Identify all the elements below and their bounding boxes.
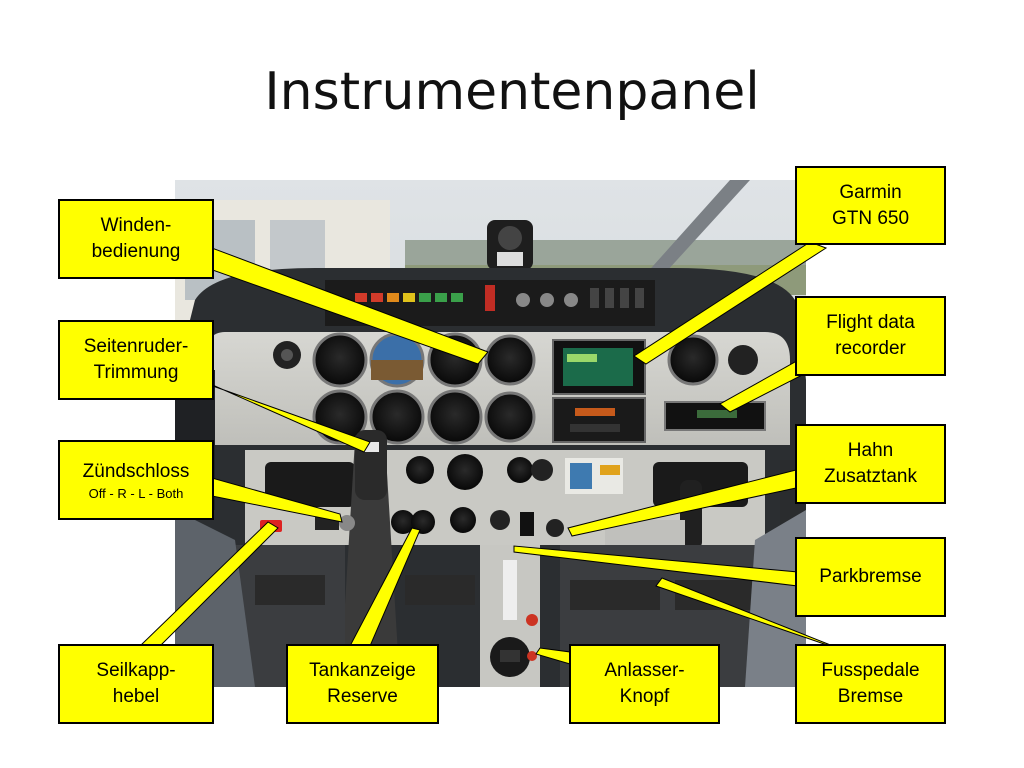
callout-fusspedale-line2: Bremse xyxy=(837,686,904,707)
callout-fusspedale: Fusspedale Bremse xyxy=(795,644,946,724)
callout-parkbremse: Parkbremse xyxy=(795,537,946,617)
cockpit-instrument-panel-photo xyxy=(175,180,806,687)
callout-hahn: Hahn Zusatztank xyxy=(795,424,946,504)
callout-winden: Winden- bedienung xyxy=(58,199,214,279)
callout-seilkapp-line2: hebel xyxy=(112,686,160,707)
callout-tankanzeige: Tankanzeige Reserve xyxy=(286,644,439,724)
callout-parkbremse-line1: Parkbremse xyxy=(819,566,922,587)
callout-anlasser-line1: Anlasser- xyxy=(604,660,685,681)
callout-zuendschloss: Zündschloss Off - R - L - Both xyxy=(58,440,214,520)
callout-fusspedale-line1: Fusspedale xyxy=(821,660,920,681)
callout-winden-line2: bedienung xyxy=(91,241,181,262)
callout-zuendschloss-line2: Off - R - L - Both xyxy=(88,485,184,501)
callout-hahn-line2: Zusatztank xyxy=(824,466,917,487)
callout-flight-data: Flight data recorder xyxy=(795,296,946,376)
callout-hahn-line1: Hahn xyxy=(847,440,894,461)
callout-seitenruder: Seitenruder- Trimmung xyxy=(58,320,214,400)
callout-seilkapp: Seilkapp- hebel xyxy=(58,644,214,724)
callout-garmin-line1: Garmin xyxy=(839,181,902,203)
callout-seitenruder-line2: Trimmung xyxy=(93,362,179,383)
callout-tankanzeige-line1: Tankanzeige xyxy=(309,660,416,681)
slide-title: Instrumentenpanel xyxy=(264,62,760,122)
callout-flight-data-line2: recorder xyxy=(835,338,906,359)
callout-seitenruder-line1: Seitenruder- xyxy=(83,336,189,357)
callout-flight-data-line1: Flight data xyxy=(826,312,915,333)
callout-winden-line1: Winden- xyxy=(100,215,172,236)
callout-garmin-line2: GTN 650 xyxy=(831,207,910,229)
callout-seilkapp-line1: Seilkapp- xyxy=(96,660,176,681)
callout-tankanzeige-line2: Reserve xyxy=(327,686,398,707)
callout-anlasser-line2: Knopf xyxy=(619,686,670,707)
callout-garmin: Garmin GTN 650 xyxy=(795,166,946,245)
callout-anlasser: Anlasser- Knopf xyxy=(569,644,720,724)
callout-zuendschloss-line1: Zündschloss xyxy=(82,460,190,482)
